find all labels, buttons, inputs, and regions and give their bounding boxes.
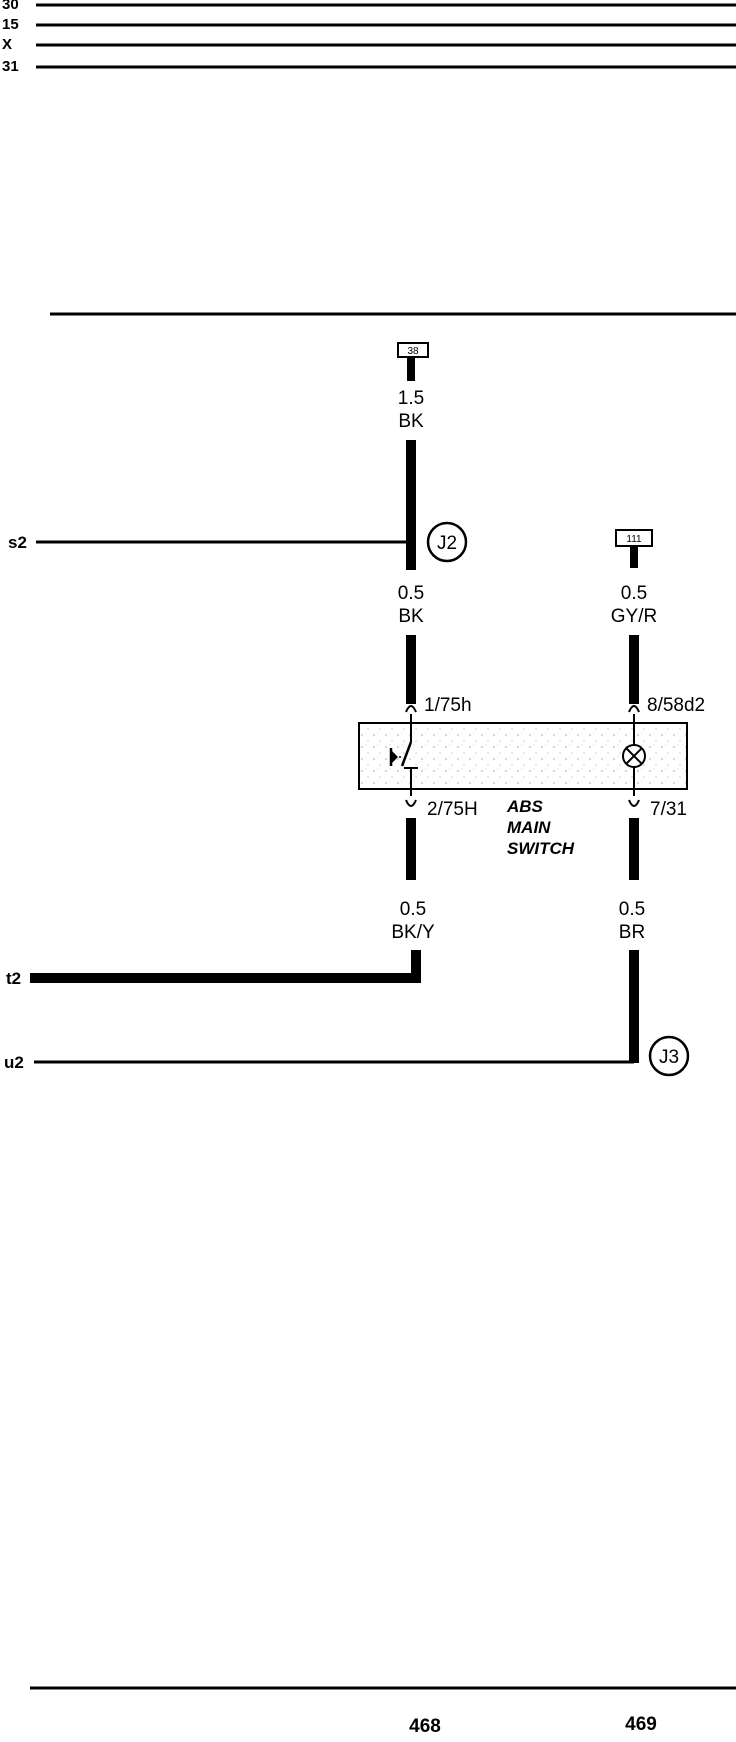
pin-lamp-out: 7/31 [650, 799, 687, 820]
wire-4-size: 0.5 [400, 899, 426, 920]
wire-2-size: 0.5 [398, 583, 424, 604]
pin-lamp-in-marker [628, 705, 640, 713]
bus-bars: 30 15 X 31 [2, 0, 736, 75]
component-name-line-2: MAIN [507, 818, 551, 837]
pin-lamp-out-marker [628, 799, 640, 807]
edge-ref-u2: u2 [4, 1053, 24, 1072]
splice-j3: J3 [648, 1035, 690, 1077]
splice-j2-circle [426, 521, 468, 563]
edge-ref-s2: s2 [8, 533, 27, 552]
wire-5-size: 0.5 [619, 899, 645, 920]
splice-j3-circle [648, 1035, 690, 1077]
connector-38: 38 [397, 342, 429, 381]
wire-4-color: BK/Y [391, 922, 435, 943]
pin-switch-in-marker [405, 705, 417, 713]
connector-111: 111 [615, 529, 653, 568]
bus-label-15: 15 [2, 16, 19, 33]
lamp-icon [622, 744, 646, 768]
edge-ref-t2: t2 [6, 969, 21, 988]
bus-label-x: X [2, 36, 12, 53]
component-name-line-1: ABS [506, 797, 544, 816]
wire-3-size: 0.5 [621, 583, 647, 604]
bus-label-30: 30 [2, 0, 19, 13]
pin-switch-out-marker [405, 799, 417, 807]
splice-j3-label: J3 [659, 1047, 679, 1068]
bus-label-31: 31 [2, 58, 19, 75]
splice-j2: J2 [426, 521, 468, 563]
component-name-line-3: SWITCH [507, 839, 575, 858]
wire-1-size: 1.5 [398, 388, 424, 409]
splice-j2-label: J2 [437, 533, 457, 554]
pin-lamp-in: 8/58d2 [647, 695, 705, 716]
connector-111-label: 111 [626, 534, 642, 545]
pin-switch-in: 1/75h [424, 695, 472, 716]
wire-5-color: BR [619, 922, 645, 943]
page-number-left: 468 [409, 1716, 441, 1737]
wire-3-color: GY/R [611, 606, 657, 627]
wire-1-color: BK [398, 411, 424, 432]
abs-main-switch-component [358, 714, 688, 796]
wire-2-color: BK [398, 606, 424, 627]
pin-switch-out: 2/75H [427, 799, 478, 820]
connector-38-label: 38 [407, 346, 419, 357]
page-number-right: 469 [625, 1714, 657, 1735]
switch-symbol [389, 741, 418, 769]
